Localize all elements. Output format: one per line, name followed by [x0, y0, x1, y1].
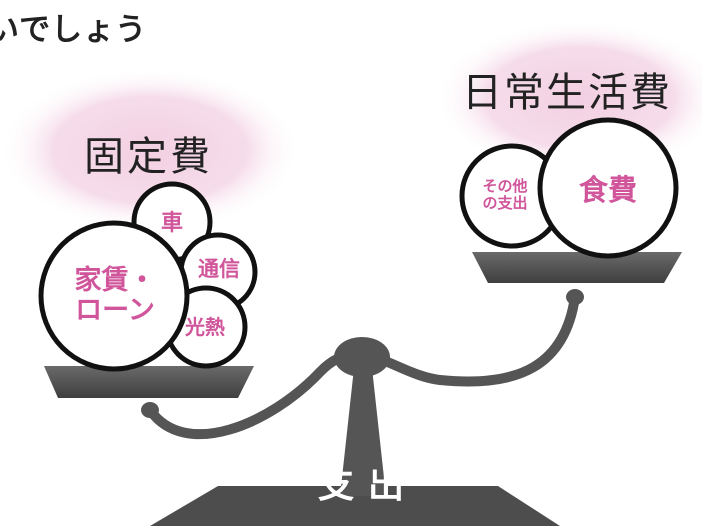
fixed-costs-cloud — [0, 68, 300, 232]
scale-pivot — [334, 337, 390, 377]
food-ball — [537, 117, 679, 259]
living-costs-heading: 日常生活費 — [462, 70, 672, 116]
other-expenses-label: その他 の支出 — [482, 177, 528, 212]
left-arm-joint — [141, 402, 159, 418]
car-label: 車 — [160, 211, 183, 236]
communication-label: 通信 — [198, 257, 240, 281]
fixed-costs-heading: 固定費 — [84, 134, 213, 180]
scale-post — [340, 368, 386, 496]
utilities-label: 光熱 — [185, 315, 225, 339]
rent-ball — [38, 220, 190, 372]
spending-label: 支出 — [317, 465, 418, 506]
right-pan-tray — [472, 252, 682, 283]
partial-page-heading: いでしょう — [0, 12, 148, 48]
left-pan-tray — [44, 366, 254, 398]
food-label: 食費 — [578, 173, 637, 207]
rent-label: 家賃・ ローン — [74, 265, 156, 327]
right-arm-joint — [566, 289, 584, 305]
scale-base — [150, 486, 560, 526]
